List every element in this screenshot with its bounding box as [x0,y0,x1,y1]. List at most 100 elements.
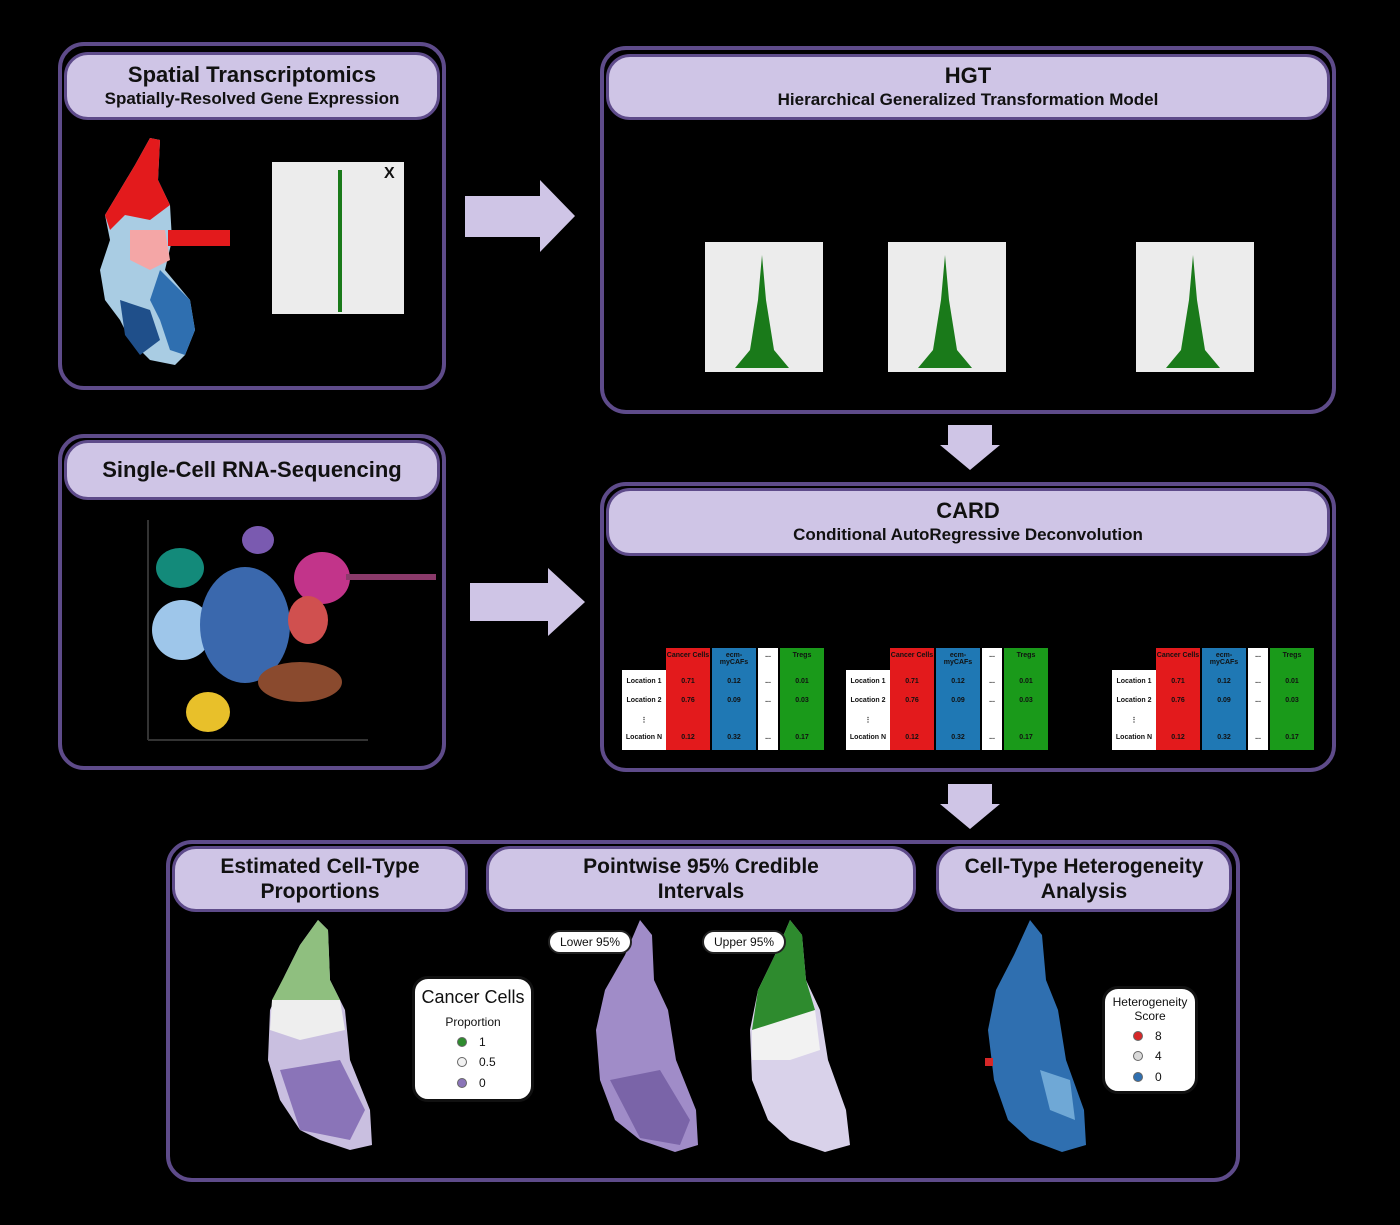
table-row-label: ⋮ [864,717,872,724]
upper-95-label: Upper 95% [702,930,787,954]
legend-dot-icon [457,1037,467,1047]
table-cell: 0.17 [795,734,809,741]
table-cell: ... [989,678,995,685]
table-cell: 0.09 [727,697,741,704]
table-cell: 0.01 [795,678,809,685]
table-column-header: ... [1255,652,1261,659]
legend-dot-icon [457,1078,467,1088]
spatial-subtitle: Spatially-Resolved Gene Expression [104,89,400,108]
table-cell: ... [1255,697,1261,704]
pointwise-title: Pointwise 95% Credible Intervals [583,855,819,903]
table-row-label: Location N [625,734,663,741]
arrow-spatial-to-hgt [465,180,575,252]
table-cell: 0.12 [951,678,965,685]
table-row-label: Location 2 [850,697,886,704]
spatial-title: Spatial Transcriptomics [127,62,377,87]
table-column [982,648,1002,750]
table-cell: 0.03 [1019,697,1033,704]
hgt-title: HGT [944,63,992,88]
table-column [712,648,756,750]
table-column-header: Tregs [1282,652,1302,659]
hgt-subtitle: Hierarchical Generalized Transformation … [777,90,1159,109]
table-cell: 0.01 [1285,678,1299,685]
table-cell: 0.09 [951,697,965,704]
table-column-header: ... [765,652,771,659]
table-row-label: ⋮ [1130,717,1138,724]
table-cell: 0.71 [681,678,695,685]
lower-95-label: Lower 95% [548,930,633,954]
hetero-legend-item: 8 [1133,1029,1162,1043]
table-cell: 0.12 [1171,734,1185,741]
table-label-column [1112,670,1156,750]
pointwise-header: Pointwise 95% Credible Intervals [486,846,916,912]
table-cell: ... [765,734,771,741]
table-cell: 0.12 [727,678,741,685]
table-cell: 0.76 [905,697,919,704]
table-row-label: Location N [1115,734,1153,741]
table-cell: 0.71 [1171,678,1185,685]
table-column-header: Cancer Cells [666,652,710,659]
estimated-title: Estimated Cell-Type Proportions [220,855,420,903]
arrow-hgt-to-card [940,425,1000,470]
arrow-scrna-to-card [470,568,585,636]
table-cell: 0.71 [905,678,919,685]
table-row-label: Location 2 [626,697,662,704]
table-cell: 0.32 [951,734,965,741]
table-column [1248,648,1268,750]
table-label-column [846,670,890,750]
table-cell: 0.17 [1019,734,1033,741]
table-cell: 0.12 [1217,678,1231,685]
table-column [1004,648,1048,750]
hetero-header: Cell-Type Heterogeneity Analysis [936,846,1232,912]
cancer-legend-subtitle: Proportion [445,1015,501,1029]
hetero-legend-title: Heterogeneity Score [1112,995,1188,1023]
scrna-title: Single-Cell RNA-Sequencing [102,457,402,482]
table-column-header: ecm-myCAFs [943,652,973,666]
table-column-header: ecm-myCAFs [1209,652,1239,666]
cancer-legend-item: 0.5 [457,1055,496,1069]
table-cell: 0.76 [1171,697,1185,704]
cancer-legend-item: 0 [457,1076,486,1090]
hetero-legend-item: 0 [1133,1070,1162,1084]
card-subtitle: Conditional AutoRegressive Deconvolution [793,525,1143,544]
legend-dot-icon [1133,1072,1143,1082]
table-column [666,648,710,750]
table-column [1156,648,1200,750]
table-column [780,648,824,750]
spatial-header: Spatial Transcriptomics Spatially-Resolv… [64,52,440,120]
table-cell: 0.09 [1217,697,1231,704]
table-cell: 0.32 [1217,734,1231,741]
table-column-header: ... [989,652,995,659]
hetero-legend-item: 4 [1133,1049,1162,1063]
table-cell: 0.32 [727,734,741,741]
table-row-label: ⋮ [640,717,648,724]
cancer-legend-item: 1 [457,1035,486,1049]
scrna-header: Single-Cell RNA-Sequencing [64,440,440,500]
table-cell: ... [989,697,995,704]
card-title: CARD [936,498,1000,523]
table-cell: 0.76 [681,697,695,704]
table-cell: 0.12 [681,734,695,741]
table-row-label: Location 2 [1116,697,1152,704]
table-cell: 0.03 [1285,697,1299,704]
table-cell: ... [989,734,995,741]
table-row-label: Location 1 [850,678,886,685]
legend-dot-icon [1133,1051,1143,1061]
cancer-legend-title: Cancer Cells [421,987,525,1007]
arrow-card-to-output [940,784,1000,829]
table-column [758,648,778,750]
table-cell: 0.03 [795,697,809,704]
legend-dot-icon [457,1057,467,1067]
table-cell: 0.12 [905,734,919,741]
table-row-label: Location 1 [626,678,662,685]
table-cell: ... [1255,678,1261,685]
table-row-label: Location N [849,734,887,741]
table-cell: 0.01 [1019,678,1033,685]
table-column [1202,648,1246,750]
cancer-legend: Cancer Cells Proportion 1 0.5 0 [412,976,534,1102]
table-column-header: Tregs [792,652,812,659]
hetero-legend: Heterogeneity Score 8 4 0 [1102,986,1198,1094]
table-column [890,648,934,750]
table-column-header: ecm-myCAFs [719,652,749,666]
table-cell: 0.17 [1285,734,1299,741]
